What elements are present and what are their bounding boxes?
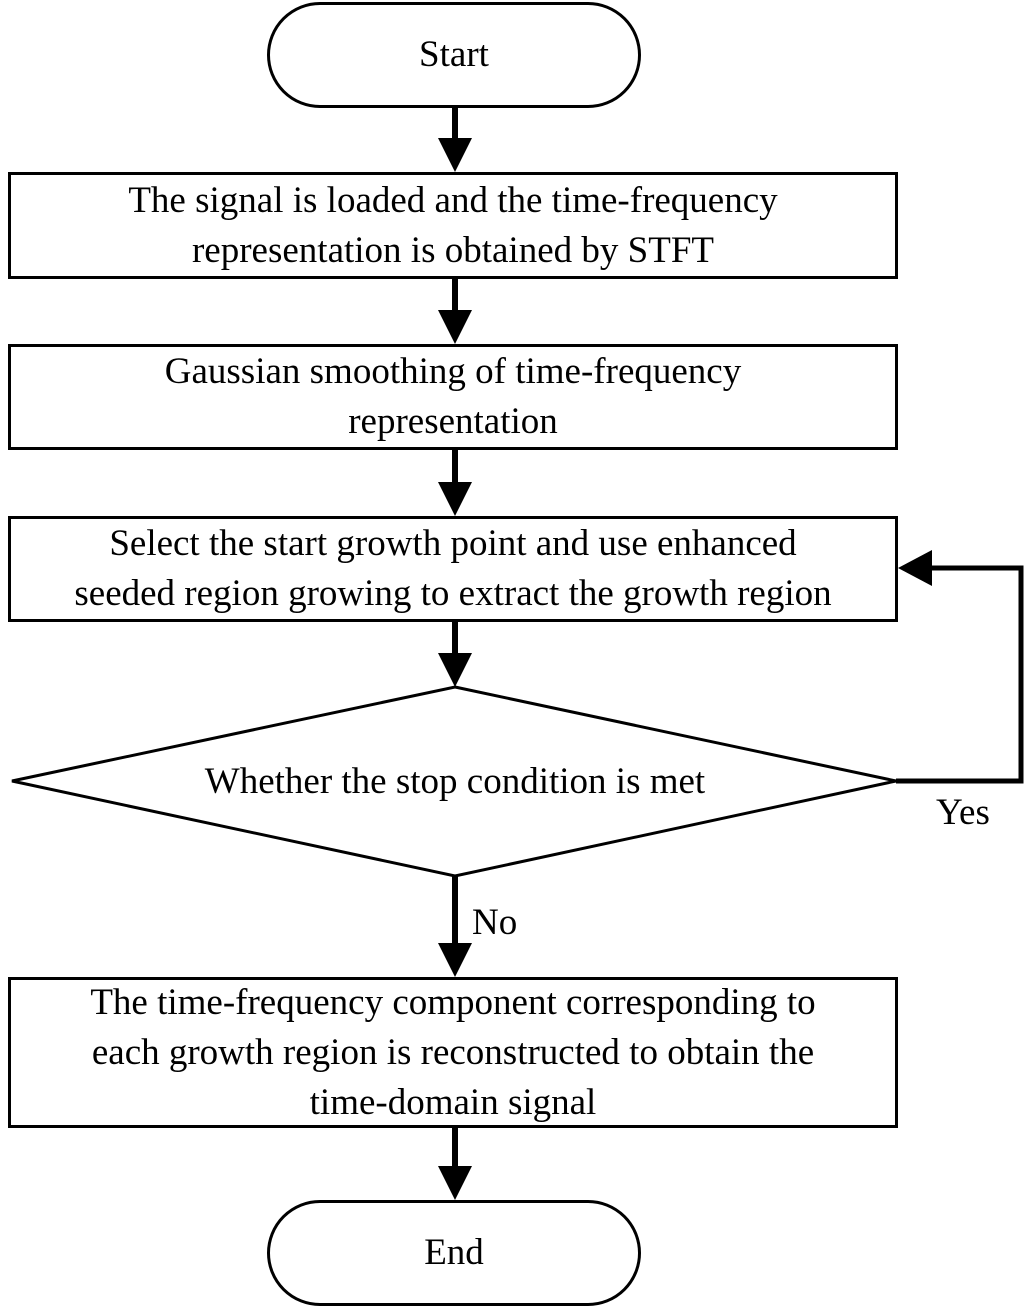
end-terminal: End <box>267 1200 641 1306</box>
arrowhead-step1-to-step2 <box>438 310 472 344</box>
start-terminal: Start <box>267 2 641 108</box>
process-step-gaussian-smoothing: Gaussian smoothing of time-frequency rep… <box>8 344 898 450</box>
arrowhead-start-to-step1 <box>438 138 472 172</box>
start-label: Start <box>419 34 489 75</box>
end-label: End <box>424 1232 484 1273</box>
yes-label: Yes <box>936 792 990 833</box>
arrowhead-step3-to-decision <box>438 653 472 687</box>
process-step-region-growing-label: Select the start growth point and use en… <box>74 523 832 614</box>
process-step-reconstruction: The time-frequency component correspondi… <box>8 977 898 1128</box>
arrowhead-yes-loop <box>898 550 932 586</box>
yes-loop-line <box>896 565 1024 784</box>
arrowhead-decision-to-step4 <box>438 943 472 977</box>
arrowhead-step4-to-end <box>438 1166 472 1200</box>
process-step-gaussian-smoothing-label: Gaussian smoothing of time-frequency rep… <box>164 351 742 442</box>
process-step-load-signal: The signal is loaded and the time-freque… <box>8 172 898 279</box>
process-step-reconstruction-label: The time-frequency component correspondi… <box>90 981 816 1123</box>
process-step-load-signal-label: The signal is loaded and the time-freque… <box>128 179 778 271</box>
process-step-region-growing: Select the start growth point and use en… <box>8 516 898 622</box>
no-label: No <box>472 902 518 943</box>
decision-label: Whether the stop condition is met <box>204 761 706 802</box>
arrowhead-step2-to-step3 <box>438 482 472 516</box>
